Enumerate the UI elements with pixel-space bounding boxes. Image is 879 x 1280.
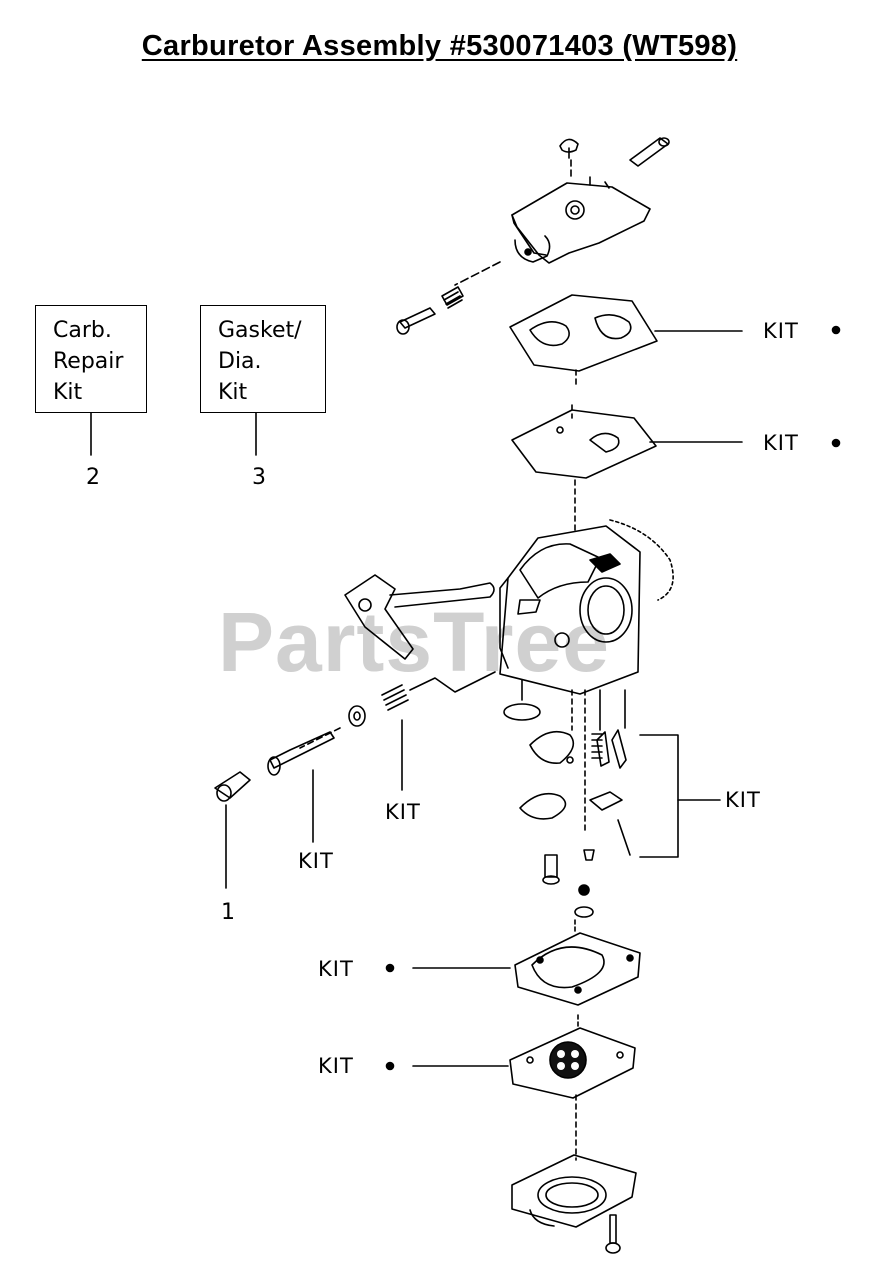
kit-dot [385,963,395,973]
top-gasket-part [509,294,658,386]
kit-box-line: Kit [53,380,83,405]
kit-dot [831,325,841,335]
kit-label-diaphragm-top: KIT [763,431,799,455]
kit-label-gasket-top: KIT [763,319,799,343]
axis-line [454,261,501,286]
cap-part [559,138,579,159]
inlet-needle-group [519,689,631,856]
cover-screw-part [605,1214,621,1254]
pin-sleeve-part [629,137,670,167]
throttle-lever-part [511,176,651,264]
screen-part [503,703,541,721]
mixture-needle-part [267,731,335,776]
metering-plate-part [511,404,657,531]
axis-line [299,727,341,749]
limiter-cap-part [214,771,251,802]
bottom-gasket-part [514,919,641,1006]
kit-box-line: Kit [218,380,248,405]
kit-label-pump-diaphragm: KIT [318,1054,354,1078]
carburetor-body-part [499,519,674,695]
idle-screw-part [396,286,464,335]
pump-diaphragm-part [509,1014,636,1161]
washer-part [348,705,366,727]
kit-label-spring: KIT [385,800,421,824]
ref-number-1: 1 [221,900,235,925]
kit-box-line: Repair [53,349,124,374]
carb-repair-kit-box: Carb. Repair Kit [35,305,147,413]
needle-spring-part [381,684,409,711]
choke-lever-part [344,574,495,660]
pump-cover-part [511,1154,637,1228]
kit-label-needle-group: KIT [725,788,761,812]
ref-number-2: 2 [86,465,100,490]
kit-box-line: Carb. [53,318,112,343]
kit-box-line: Gasket/ [218,318,302,343]
kit-label-needle: KIT [298,849,334,873]
partstree-watermark: PartsTree [218,595,610,689]
kit-dot [831,438,841,448]
bottom-screw-part [542,849,595,918]
kit-label-gasket-bottom: KIT [318,957,354,981]
kit-bracket [639,734,679,858]
kit-box-line: Dia. [218,349,262,374]
axis-line [409,671,496,693]
gasket-dia-kit-box: Gasket/ Dia. Kit [200,305,326,413]
diagram-title: Carburetor Assembly #530071403 (WT598) [141,30,738,62]
ref-number-3: 3 [252,465,266,490]
kit-dot [385,1061,395,1071]
